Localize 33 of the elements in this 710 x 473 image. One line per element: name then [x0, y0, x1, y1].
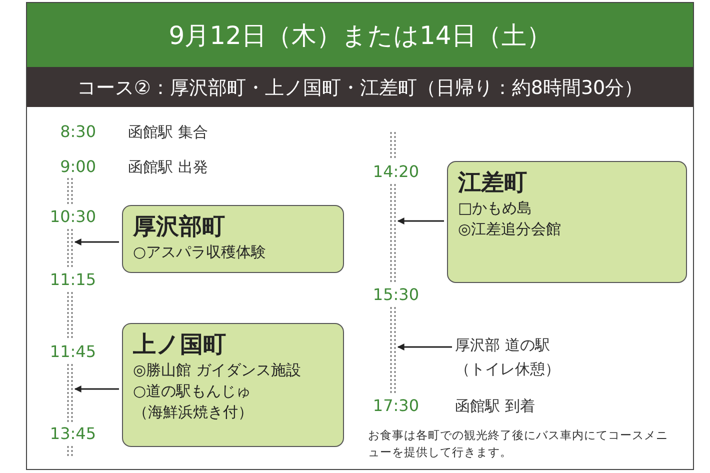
stop-label: 函館駅 集合: [128, 123, 208, 142]
town-name: 厚沢部町: [133, 213, 226, 242]
stop-item: 厚沢部 道の駅: [455, 335, 551, 356]
course-header: コース②：厚沢部町・上ノ国町・江差町（日帰り：約8時間30分）: [76, 76, 644, 101]
town-name: 上ノ国町: [133, 331, 227, 360]
time-label: 13:45: [48, 424, 96, 443]
town-name: 江差町: [458, 169, 528, 198]
stop-label: 函館駅 到着: [455, 397, 535, 416]
note-text: お食事は各町での観光終了後にバス車内にてコースメニューを提供して行きます。: [368, 427, 668, 461]
stop-item: （海鮮浜焼き付）: [133, 402, 254, 423]
stop-label: 函館駅 出発: [128, 158, 208, 177]
time-label: 8:30: [59, 122, 96, 141]
time-label: 11:15: [48, 270, 96, 289]
time-label: 10:30: [48, 207, 96, 226]
stop-item: ◎江差追分会館: [458, 219, 562, 240]
time-label: 14:20: [372, 162, 419, 181]
arrow: [397, 344, 452, 350]
town-box: [447, 161, 687, 283]
time-label: 9:00: [59, 157, 96, 176]
stop-item: （トイレ休憩）: [455, 359, 561, 380]
time-label: 17:30: [372, 396, 419, 415]
arrow: [74, 238, 119, 246]
stop-item: ◎勝山館 ガイダンス施設: [133, 360, 302, 381]
stop-item: ○アスパラ収穫体験: [133, 242, 268, 263]
stop-item: □かもめ島: [458, 198, 534, 219]
title: 9月12日（木）または14日（土）: [168, 20, 552, 52]
time-label: 15:30: [372, 285, 419, 304]
time-label: 11:45: [48, 342, 96, 361]
town-box: [122, 205, 344, 273]
arrow: [74, 386, 119, 392]
arrow: [397, 218, 444, 224]
stop-item: ○道の駅もんじゅ: [133, 381, 252, 402]
town-box: [122, 323, 344, 447]
